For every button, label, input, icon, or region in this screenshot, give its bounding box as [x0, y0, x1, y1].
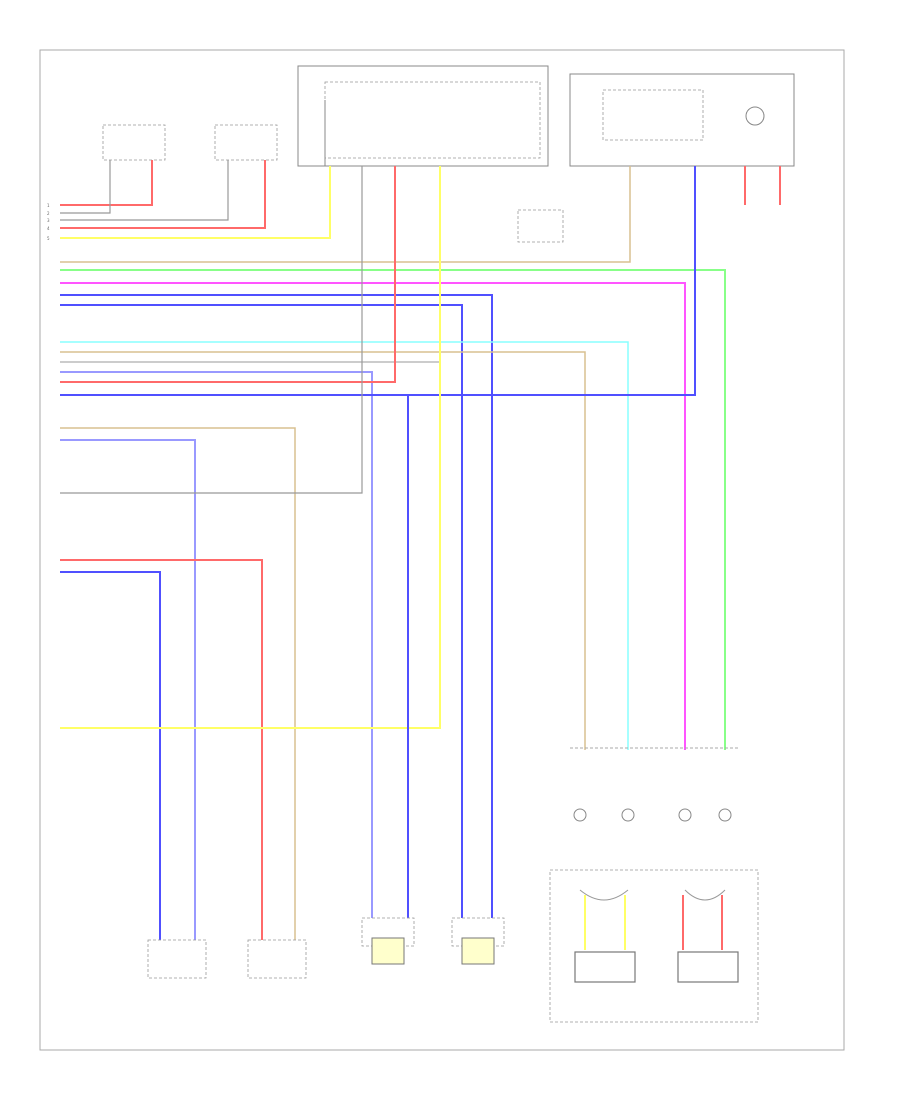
wire-blue-4: [60, 439, 196, 940]
wire-gray-2: [60, 160, 229, 221]
wire-tan-2: [60, 351, 586, 750]
passenger-weight-sensor-module: [569, 73, 795, 167]
wire-magenta-1: [60, 282, 686, 750]
diagram-frame: [39, 49, 845, 1051]
wire-blue-3: [60, 166, 696, 396]
rear-harness-block: [549, 747, 759, 1023]
front-passenger-sensor-2: [451, 917, 505, 965]
wire-red-1: [60, 160, 153, 206]
front-seat-sensor: [247, 939, 307, 979]
driver-seat-sensor: [147, 939, 207, 979]
wire-blue-2: [60, 304, 463, 918]
wire-blue-5: [60, 571, 161, 940]
svg-text:1: 1: [47, 203, 50, 208]
svg-text:4: 4: [47, 226, 50, 231]
wire-red-3: [60, 166, 396, 383]
wire-gray-4: [60, 166, 363, 494]
wire-blue-1: [60, 294, 493, 918]
wire-gray-1: [60, 160, 111, 214]
wire-periwinkle-1: [60, 371, 373, 918]
svg-text:3: 3: [47, 218, 50, 223]
svg-text:2: 2: [47, 211, 50, 216]
wire-tan-3: [60, 427, 296, 940]
wire-cyan-1: [60, 341, 629, 750]
srs-unit-module: [297, 65, 549, 167]
front-passenger-sensor-1: [361, 917, 415, 965]
front-left-pretensioner-module: [102, 124, 166, 161]
wire-yellow-1: [60, 166, 331, 239]
inflator-1: [574, 951, 636, 983]
inflator-2: [677, 951, 739, 983]
wire-tan-1: [60, 166, 631, 263]
wire-gray-3: [60, 166, 441, 363]
wire-green-1: [60, 269, 726, 750]
left-connector-block-1: 1 2 3 4 5: [47, 203, 50, 241]
occupant-sensor-module: [517, 209, 564, 243]
wire-red-4: [60, 559, 263, 940]
front-right-pretensioner-module: [214, 124, 278, 161]
wire-red-2: [60, 160, 266, 229]
wire-yellow-2: [60, 166, 441, 729]
svg-text:5: 5: [47, 236, 50, 241]
